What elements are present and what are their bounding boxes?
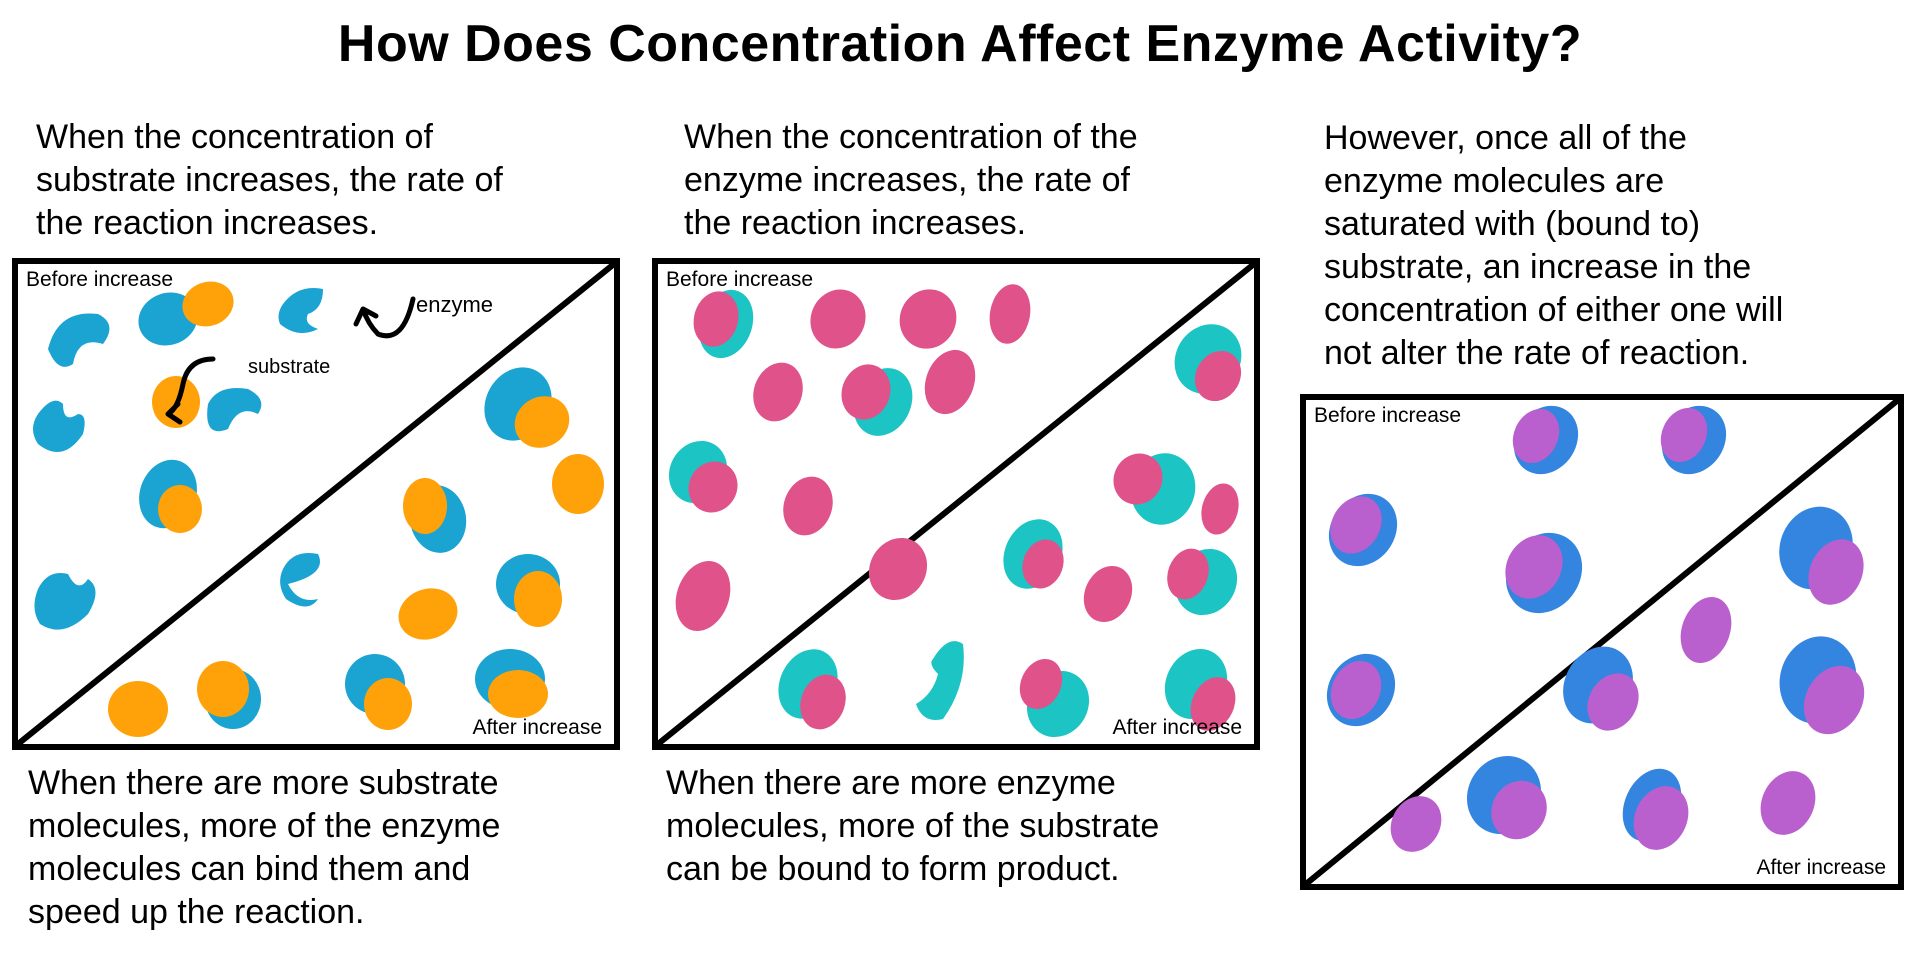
enzyme-annotation: enzyme <box>416 292 494 317</box>
panel-1-bottom-caption: When there are more substrate molecules,… <box>28 764 501 931</box>
diagonal-divider <box>658 264 1254 744</box>
diagonal-divider <box>18 264 614 744</box>
panel-3-top-caption: However, once all of the enzyme molecule… <box>1324 119 1784 372</box>
panel-1-substrate-increase: Before increase enzyme substrate After i… <box>12 258 620 750</box>
after-increase-label: After increase <box>1756 856 1886 879</box>
substrate-molecules <box>675 284 1242 731</box>
panel-1-illustration <box>18 264 614 744</box>
substrate-molecules <box>1330 407 1865 852</box>
before-increase-label: Before increase <box>26 268 174 291</box>
substrate-molecules <box>108 281 604 737</box>
page-title: How Does Concentration Affect Enzyme Act… <box>337 15 1583 73</box>
panel-2-bottom-caption: When there are more enzyme molecules, mo… <box>666 764 1160 888</box>
panel-3-illustration <box>1306 400 1898 884</box>
after-increase-label: After increase <box>472 716 602 739</box>
panel-2-illustration <box>658 264 1254 744</box>
before-increase-label: Before increase <box>666 268 814 291</box>
panel-1-top-caption: When the concentration of substrate incr… <box>36 118 503 242</box>
after-increase-label: After increase <box>1112 716 1242 739</box>
enzyme-molecules <box>33 288 560 729</box>
panel-2-top-caption: When the concentration of the enzyme inc… <box>684 118 1138 242</box>
annotation-arrows <box>165 296 416 425</box>
panel-2-enzyme-increase: Before increase After increase <box>652 258 1260 750</box>
panel-3-saturation: Before increase After increase <box>1300 394 1904 890</box>
substrate-annotation: substrate <box>248 356 331 378</box>
before-increase-label: Before increase <box>1314 404 1462 427</box>
